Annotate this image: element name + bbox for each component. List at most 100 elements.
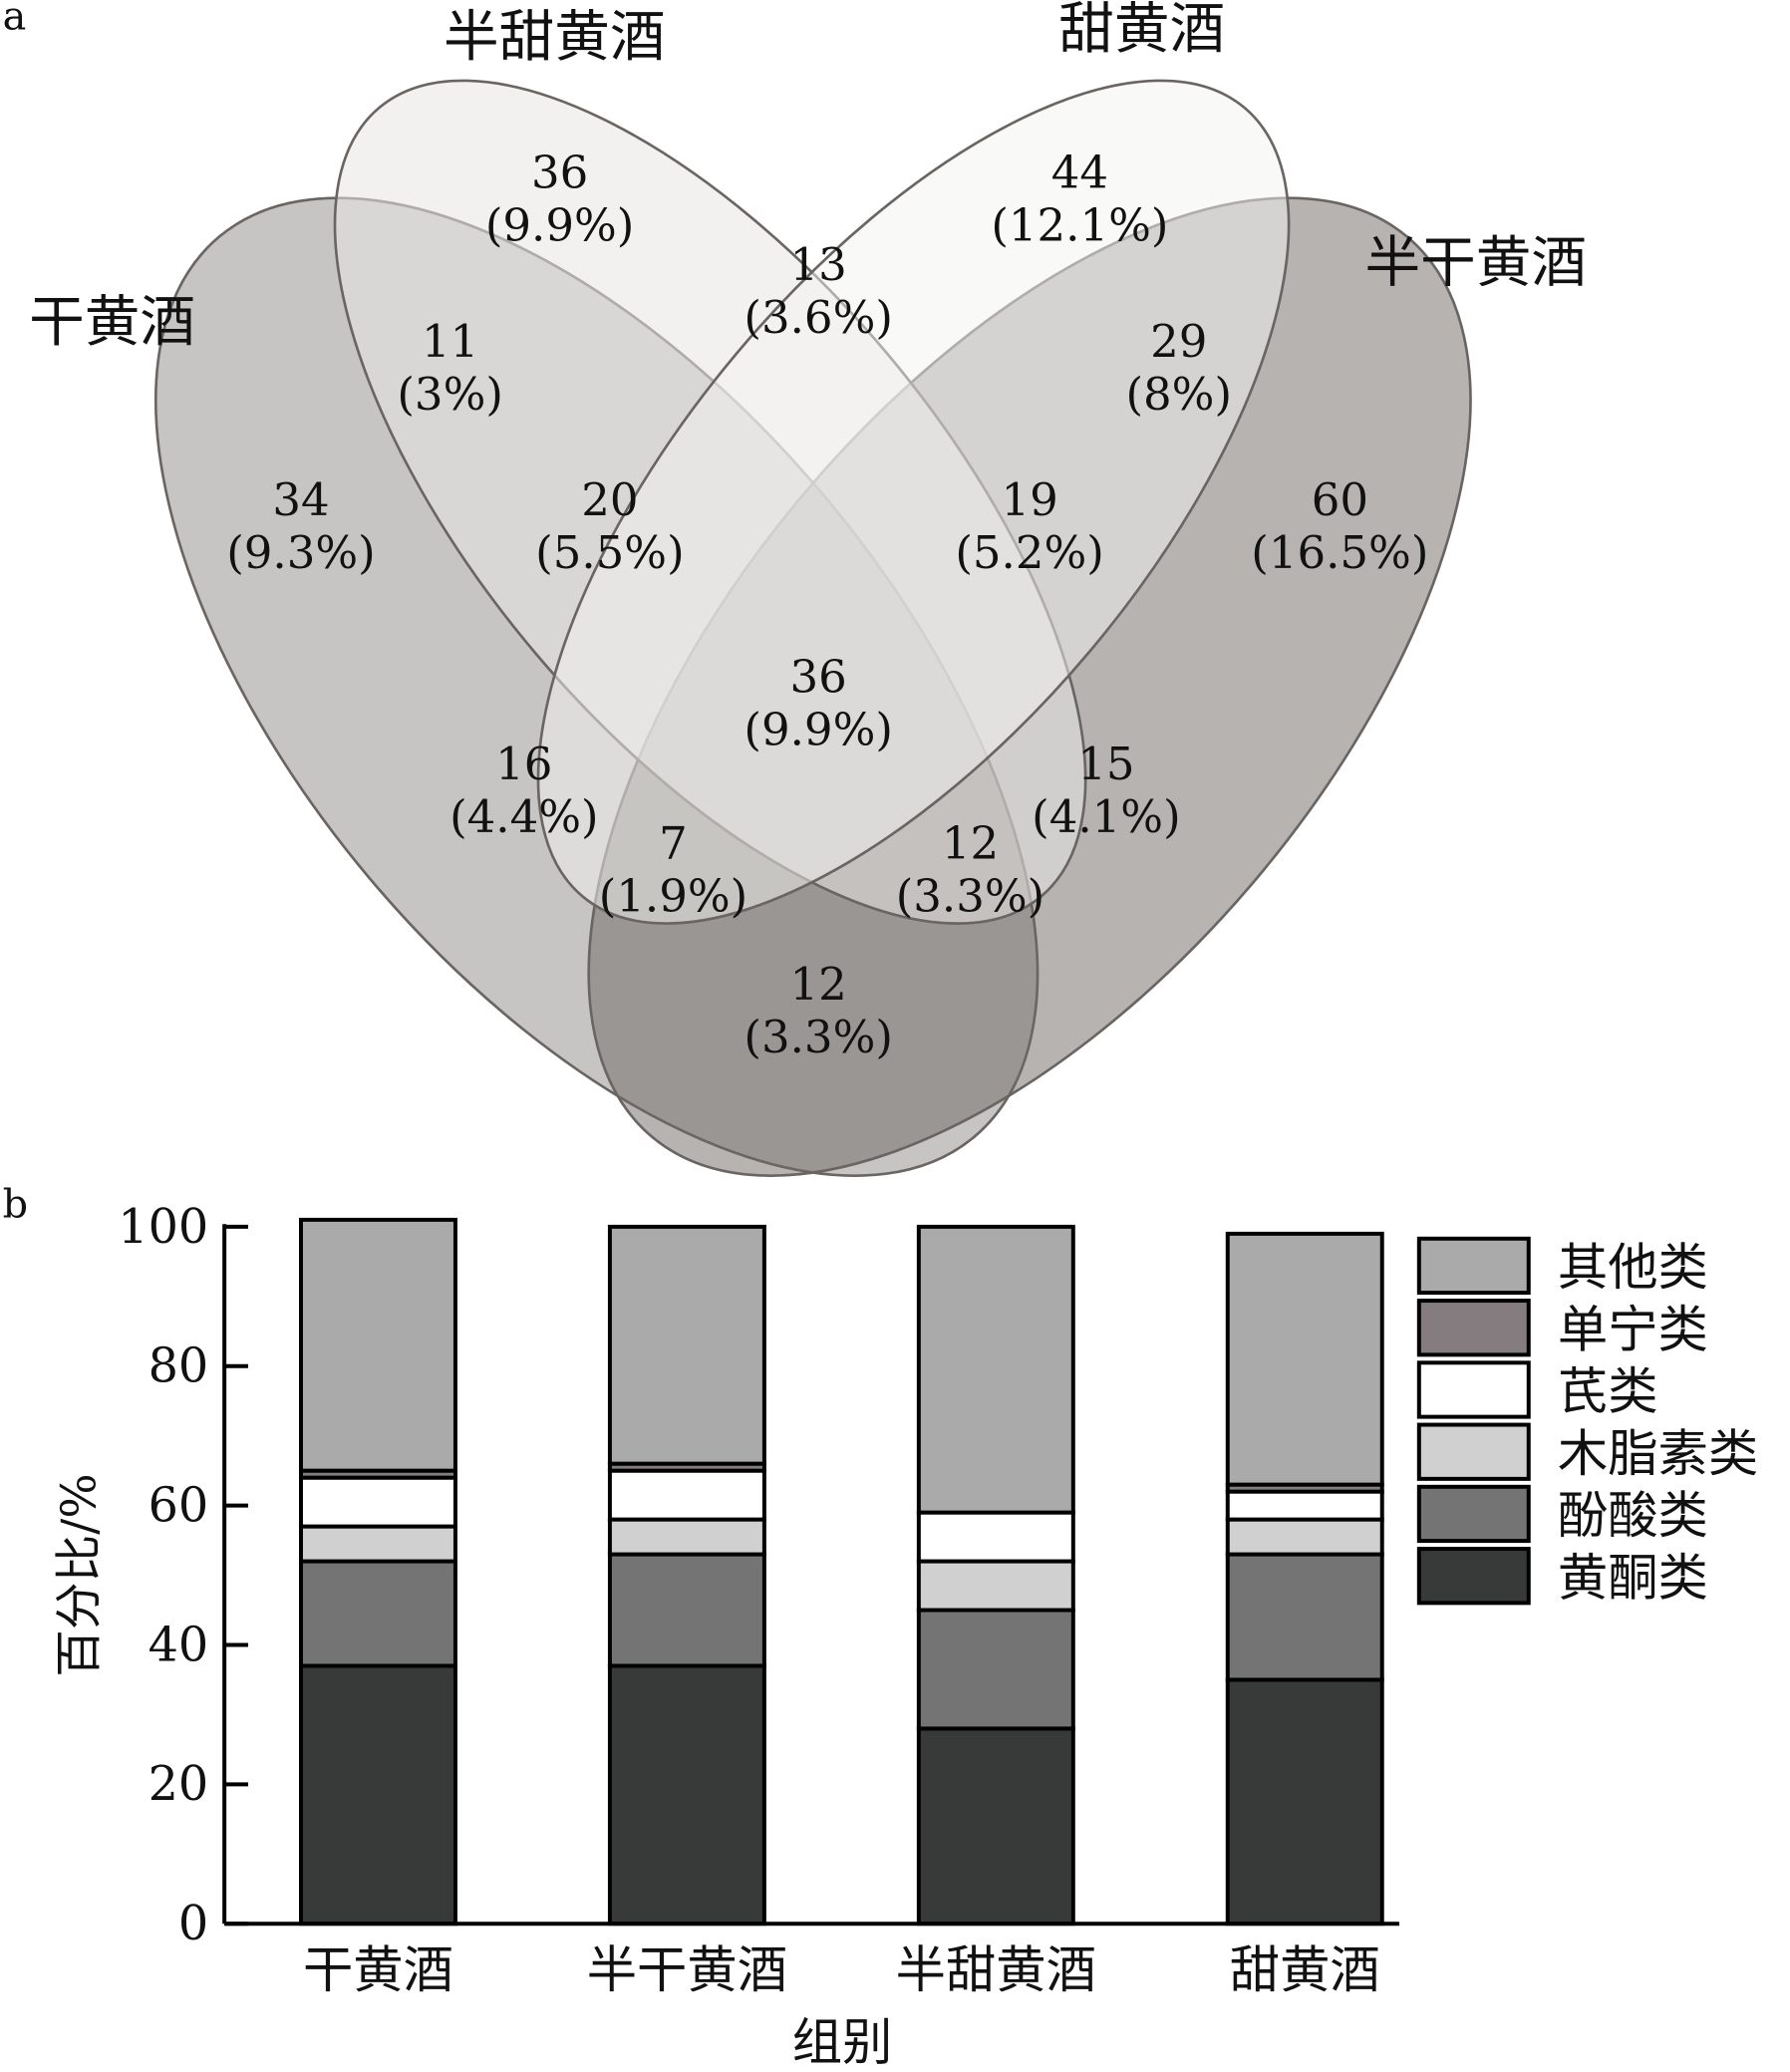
venn-region-label: 16(4.4%) <box>449 738 599 843</box>
region-percent: (9.3%) <box>226 526 376 579</box>
venn-region-label: 34(9.3%) <box>226 473 376 579</box>
bar-stack <box>607 1224 766 1926</box>
region-count: 44 <box>1051 147 1108 199</box>
region-percent: (3.6%) <box>744 291 893 344</box>
region-count: 12 <box>790 958 847 1011</box>
region-percent: (4.4%) <box>449 790 599 843</box>
venn-region-label: 60(16.5%) <box>1251 473 1428 579</box>
y-tick-label: 80 <box>149 1339 209 1394</box>
x-tick-label: 半甜黄酒 <box>896 1940 1096 1999</box>
bar-segment <box>916 1224 1075 1515</box>
venn-region-label: 20(5.5%) <box>535 473 685 579</box>
bar-segment <box>1225 1517 1384 1557</box>
panel-label-b: b <box>3 1182 28 1228</box>
y-tick-label: 0 <box>178 1897 208 1951</box>
legend-swatch <box>1416 1360 1531 1419</box>
y-tick-label: 100 <box>118 1200 208 1255</box>
bar-segment <box>607 1517 766 1557</box>
legend-swatch <box>1416 1236 1531 1296</box>
bar-segment <box>1225 1489 1384 1522</box>
bar-segment <box>298 1663 457 1926</box>
region-count: 7 <box>659 816 688 869</box>
venn-set-label: 甜黄酒 <box>1058 0 1225 62</box>
venn-region-label: 36(9.9%) <box>744 650 893 755</box>
region-count: 16 <box>495 738 552 790</box>
bar-segment <box>298 1475 457 1529</box>
legend-item: 黄酮类 <box>1416 1547 1708 1607</box>
bar-segment <box>1225 1552 1384 1682</box>
bar-segment <box>298 1524 457 1564</box>
venn-diagram: a 干黄酒半甜黄酒甜黄酒半干黄酒36(9.9%)44(12.1%)13(3.6%… <box>3 0 1587 1177</box>
y-tick-label: 40 <box>149 1618 209 1672</box>
bar-segment <box>916 1608 1075 1731</box>
y-axis-label: 百分比/% <box>52 1473 107 1676</box>
legend-label: 木脂素类 <box>1558 1424 1758 1483</box>
venn-region-label: 19(5.2%) <box>955 473 1104 579</box>
venn-region-label: 12(3.3%) <box>896 816 1045 922</box>
bar-segment <box>607 1224 766 1466</box>
region-percent: (9.9%) <box>744 703 893 755</box>
venn-set-label: 干黄酒 <box>29 290 195 355</box>
stacked-bar-chart: b 干黄酒半干黄酒半甜黄酒甜黄酒020406080100 其他类单宁类芪类木脂素… <box>3 1182 1759 2072</box>
region-count: 19 <box>1001 473 1057 526</box>
legend-label: 单宁类 <box>1558 1300 1708 1358</box>
bar-stack <box>916 1224 1075 1926</box>
legend-swatch <box>1416 1484 1531 1544</box>
panel-label-a: a <box>3 0 27 40</box>
bar-segment <box>607 1663 766 1926</box>
region-count: 12 <box>942 816 999 869</box>
venn-region-label: 7(1.9%) <box>599 816 748 922</box>
region-percent: (1.9%) <box>599 869 748 922</box>
region-count: 36 <box>790 650 847 703</box>
venn-set-ellipse <box>536 79 1291 925</box>
bar-segment <box>916 1559 1075 1613</box>
venn-region-label: 12(3.3%) <box>744 958 893 1063</box>
region-count: 36 <box>531 147 588 199</box>
region-percent: (5.5%) <box>535 526 685 579</box>
bar-segment <box>1225 1677 1384 1926</box>
bar-segment <box>607 1468 766 1522</box>
legend-item: 芪类 <box>1416 1360 1658 1421</box>
region-count: 11 <box>422 315 478 368</box>
region-percent: (3.3%) <box>896 869 1045 922</box>
legend-label: 其他类 <box>1558 1238 1708 1297</box>
x-axis-label: 组别 <box>792 2013 893 2072</box>
region-percent: (3.3%) <box>744 1011 893 1063</box>
region-percent: (3%) <box>397 368 503 421</box>
region-percent: (4.1%) <box>1032 790 1181 843</box>
x-tick-label: 干黄酒 <box>303 1940 453 1999</box>
region-count: 15 <box>1077 738 1134 790</box>
region-percent: (8%) <box>1125 368 1232 421</box>
region-percent: (5.2%) <box>955 526 1104 579</box>
legend-label: 黄酮类 <box>1558 1548 1708 1607</box>
region-count: 20 <box>581 473 638 526</box>
x-tick-label: 半干黄酒 <box>587 1940 787 1999</box>
legend-item: 单宁类 <box>1416 1299 1708 1358</box>
region-percent: (16.5%) <box>1251 526 1428 579</box>
legend-item: 木脂素类 <box>1416 1422 1758 1483</box>
region-count: 29 <box>1150 315 1207 368</box>
bar-stack <box>1225 1231 1384 1926</box>
region-percent: (12.1%) <box>991 198 1168 251</box>
legend-label: 芪类 <box>1558 1362 1658 1421</box>
venn-region-label: 15(4.1%) <box>1032 738 1181 843</box>
legend-swatch <box>1416 1422 1531 1481</box>
region-count: 60 <box>1312 473 1368 526</box>
legend-label: 酚酸类 <box>1558 1486 1708 1545</box>
y-tick-label: 60 <box>149 1479 209 1534</box>
region-percent: (9.9%) <box>485 198 635 251</box>
legend-swatch <box>1416 1547 1531 1606</box>
region-count: 34 <box>272 473 329 526</box>
venn-set-label: 半干黄酒 <box>1365 231 1587 296</box>
venn-region-label: 13(3.6%) <box>744 238 893 344</box>
venn-region-label: 36(9.9%) <box>485 147 635 252</box>
y-tick-label: 20 <box>149 1757 209 1812</box>
bar-stack <box>298 1217 457 1926</box>
bar-segment <box>298 1217 457 1473</box>
legend-item: 其他类 <box>1416 1236 1708 1297</box>
venn-region-label: 29(8%) <box>1125 315 1232 421</box>
region-count: 13 <box>790 238 847 291</box>
venn-region-label: 11(3%) <box>397 315 503 421</box>
venn-set-label: 半甜黄酒 <box>444 5 665 70</box>
